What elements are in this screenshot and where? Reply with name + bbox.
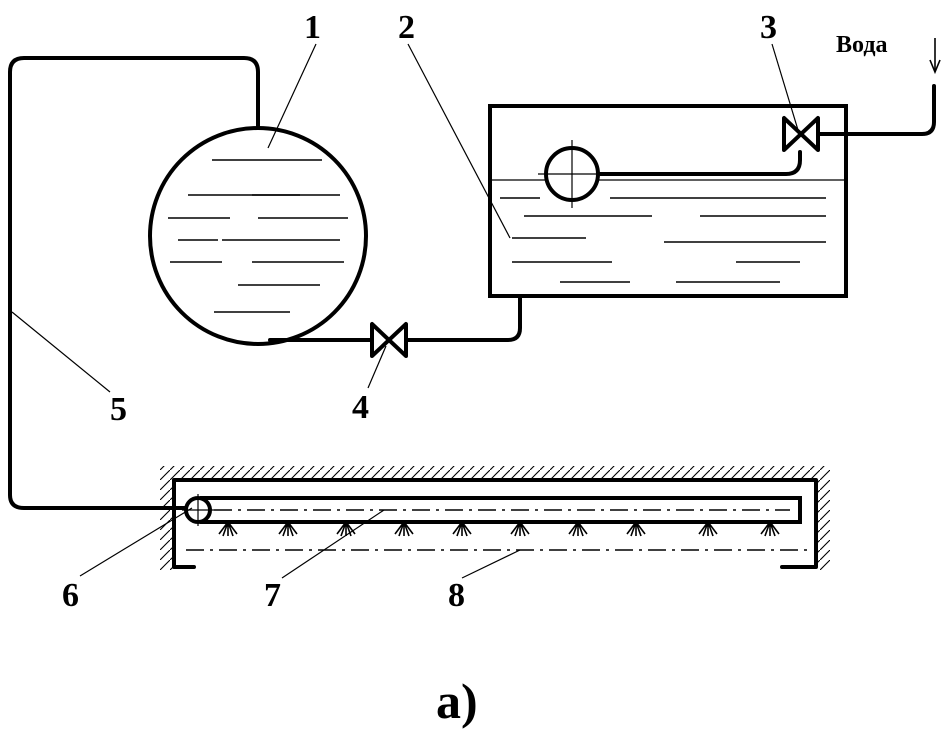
nozzle — [336, 521, 356, 537]
tank-2-liquid-lines — [500, 197, 826, 283]
inlet-pipe — [816, 84, 936, 136]
label-1: 1 — [304, 9, 321, 46]
leader-lines — [11, 43, 799, 579]
label-2: 2 — [398, 9, 415, 46]
nozzle — [278, 521, 298, 537]
nozzle — [394, 521, 414, 537]
tank-1 — [148, 126, 368, 346]
chamber-hatch-top — [160, 466, 830, 480]
nozzles — [218, 521, 780, 537]
distributor-6 — [182, 494, 214, 526]
float-ball — [538, 140, 606, 208]
chamber-8 — [160, 466, 830, 570]
nozzle — [698, 521, 718, 537]
label-7: 7 — [264, 577, 281, 614]
water-arrow-icon — [929, 38, 941, 75]
nozzle — [760, 521, 780, 537]
pipe-tank1-to-tank2 — [268, 294, 522, 342]
label-5: 5 — [110, 391, 127, 428]
label-3: 3 — [760, 9, 777, 46]
valve-4 — [370, 322, 408, 358]
leader-5 — [11, 311, 111, 393]
nozzle — [452, 521, 472, 537]
nozzle — [218, 521, 238, 537]
label-6: 6 — [62, 577, 79, 614]
chamber-hatch-right — [816, 480, 830, 570]
leader-2 — [407, 43, 511, 239]
valve-3 — [782, 116, 820, 152]
float-arm — [596, 150, 802, 176]
leader-7 — [281, 509, 385, 579]
water-label: Вода — [836, 32, 887, 58]
nozzle — [568, 521, 588, 537]
pipe-5 — [8, 56, 260, 510]
leader-6 — [79, 507, 193, 577]
nozzle — [626, 521, 646, 537]
tank-1-liquid-lines — [168, 159, 348, 313]
leader-1 — [267, 43, 317, 149]
chamber-hatch-left — [160, 480, 174, 570]
leader-4 — [367, 345, 387, 389]
leader-8 — [461, 549, 521, 579]
nozzle — [510, 521, 530, 537]
figure-caption: а) — [436, 673, 478, 729]
label-4: 4 — [352, 389, 369, 426]
chamber-wall — [172, 478, 818, 569]
leader-3 — [771, 43, 799, 131]
label-8: 8 — [448, 577, 465, 614]
spray-pipe-7 — [200, 496, 802, 524]
